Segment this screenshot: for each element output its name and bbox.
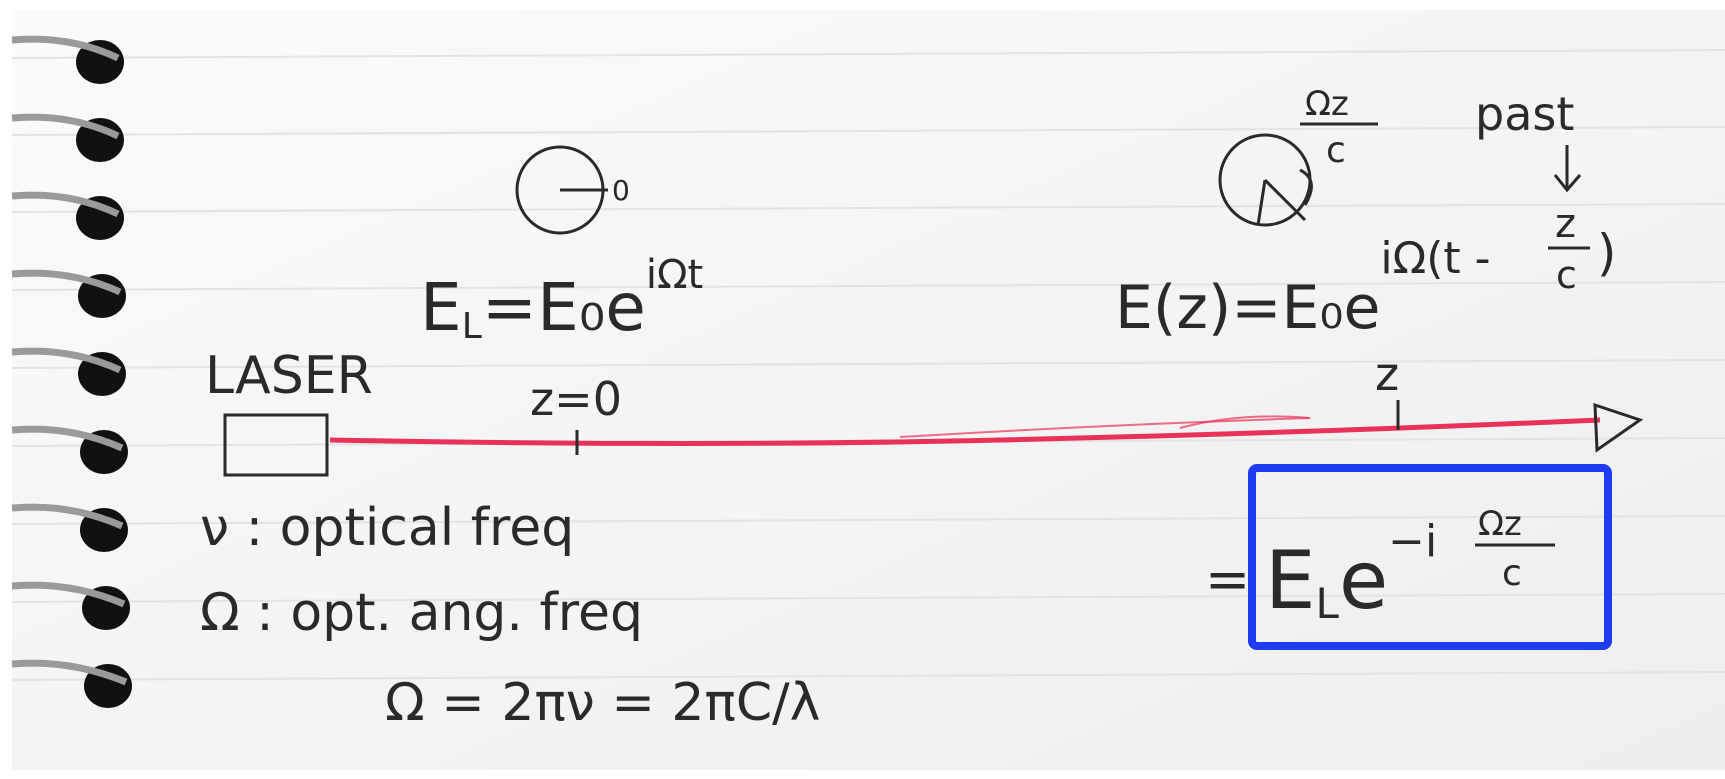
- past-arrow-icon: [1553, 145, 1582, 193]
- phase-arrow-icon: [1299, 168, 1313, 206]
- binding-ring: [11, 191, 124, 240]
- boxed-numerator: Ωz: [1478, 504, 1522, 544]
- relation-omega: Ω = 2πν = 2πC/λ: [385, 673, 820, 733]
- laser-beam-stroke: [899, 417, 1311, 438]
- ruled-lines: [11, 49, 1725, 681]
- laser-label: LASER: [205, 346, 373, 406]
- equation-field-at-z: E(z)=E₀eiΩ(t -: [1115, 233, 1491, 343]
- binding-ring: [11, 113, 124, 162]
- phase-angle-icon: [1256, 178, 1307, 226]
- binding-ring: [11, 659, 132, 708]
- binding-ring: [11, 425, 128, 474]
- equation-close-paren: ): [1597, 224, 1617, 282]
- boxed-equation: ELe−i: [1265, 516, 1437, 628]
- delay-denominator: c: [1556, 253, 1577, 297]
- delay-numerator: z: [1555, 201, 1576, 247]
- binding-ring: [11, 503, 128, 552]
- binding-ring: [11, 35, 124, 84]
- boxed-denominator: c: [1502, 553, 1522, 594]
- highlight-box: [1248, 464, 1612, 650]
- definition-omega: Ω : opt. ang. freq: [200, 583, 643, 643]
- binding-ring: [11, 347, 126, 396]
- binding-ring: [11, 581, 130, 630]
- laser-beam-stroke: [1179, 415, 1311, 429]
- phase-numerator: Ωz: [1305, 84, 1349, 124]
- definition-nu: ν : optical freq: [200, 498, 574, 558]
- past-label: past: [1475, 87, 1574, 141]
- spiral-binding: [11, 35, 132, 708]
- arrowhead-icon: [1593, 402, 1644, 453]
- phase-denominator: c: [1326, 130, 1346, 171]
- equation-laser-field: EL=E₀eiΩt: [420, 252, 703, 347]
- position-label: z: [1375, 347, 1399, 401]
- phase-zero-label: 0: [612, 174, 630, 207]
- boxed-equals: =: [1205, 548, 1250, 611]
- binding-ring: [11, 269, 126, 318]
- laser-beam: [329, 417, 1601, 446]
- laser-box: [223, 413, 329, 477]
- origin-label: z=0: [530, 372, 622, 426]
